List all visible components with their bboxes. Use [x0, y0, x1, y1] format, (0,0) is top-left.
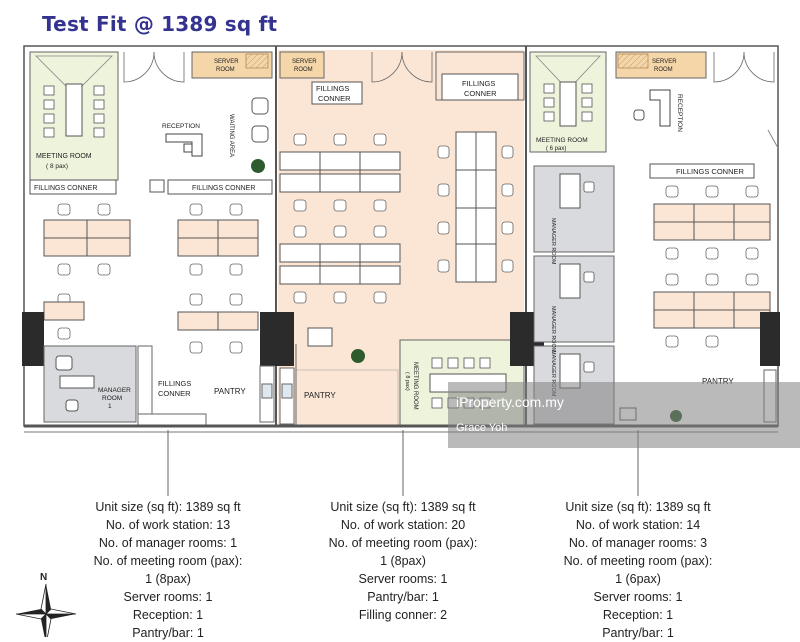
svg-text:MEETING ROOM: MEETING ROOM — [412, 362, 418, 410]
workstations-left-a — [43, 219, 131, 257]
column — [260, 312, 294, 366]
svg-text:FILLINGS CONNER: FILLINGS CONNER — [676, 167, 745, 176]
svg-text:RECEPTION: RECEPTION — [676, 94, 683, 132]
door-right-double — [713, 51, 775, 83]
right-unit: MEETING ROOM ( 6 pax) SERVER ROOM RECEPT… — [529, 51, 780, 425]
spec-line: Server rooms: 1 — [358, 572, 448, 586]
svg-text:CONNER: CONNER — [158, 389, 191, 398]
svg-text:FILLINGS CONNER: FILLINGS CONNER — [34, 185, 97, 192]
column — [22, 312, 44, 366]
spec-line: No. of manager rooms: 3 — [568, 536, 708, 550]
svg-text:SERVER: SERVER — [652, 59, 677, 65]
svg-text:MANAGER ROOM: MANAGER ROOM — [550, 350, 556, 397]
spec-unit-middle: Unit size (sq ft): 1389 sq ft No. of wor… — [288, 498, 518, 624]
spec-line: No. of work station: 20 — [340, 518, 466, 532]
spec-line: 1 (8pax) — [380, 554, 426, 568]
spec-line: Reception: 1 — [132, 608, 204, 622]
svg-text:FILLINGS: FILLINGS — [158, 379, 191, 388]
spec-line: Pantry/bar: 1 — [602, 626, 674, 640]
spec-line: Unit size (sq ft): 1389 sq ft — [95, 500, 241, 514]
spec-line: Pantry/bar: 1 — [132, 626, 204, 640]
watermark-brand: iProperty.com.my — [456, 394, 564, 410]
pantry-2-label: PANTRY — [304, 391, 336, 400]
page-title: Test Fit @ 1389 sq ft — [42, 12, 278, 36]
spec-line: No. of meeting room (pax): — [328, 536, 478, 550]
svg-text:( 8 pax): ( 8 pax) — [46, 163, 68, 170]
spec-line: Filling conner: 2 — [358, 608, 448, 622]
svg-text:FILLINGS: FILLINGS — [462, 79, 495, 88]
spec-line: Unit size (sq ft): 1389 sq ft — [330, 500, 476, 514]
spec-line: No. of work station: 13 — [105, 518, 231, 532]
svg-text:MEETING ROOM: MEETING ROOM — [536, 137, 588, 144]
svg-text:ROOM: ROOM — [102, 395, 122, 402]
north-arrow-icon: N — [15, 572, 77, 637]
svg-text:MANAGER: MANAGER — [98, 387, 131, 394]
compass-label: N — [40, 572, 47, 583]
svg-text:ROOM: ROOM — [294, 67, 313, 73]
pantry-1-label: PANTRY — [214, 387, 246, 396]
meeting-room-left-label: MEETING ROOM — [36, 153, 92, 160]
spec-unit-left: Unit size (sq ft): 1389 sq ft No. of wor… — [53, 498, 283, 642]
spec-line: No. of meeting room (pax): — [563, 554, 713, 568]
server-room-2 — [279, 51, 325, 79]
workstations-middle-horizontal — [279, 151, 401, 285]
manager-rooms-right — [533, 165, 615, 425]
spec-line: No. of meeting room (pax): — [93, 554, 243, 568]
floor-plan: MEETING ROOM ( 8 pax) SERVER ROOM RECEPT… — [22, 45, 780, 433]
svg-text:CONNER: CONNER — [464, 89, 497, 98]
pantry-3-label: PANTRY — [702, 377, 734, 386]
left-unit: MEETING ROOM ( 8 pax) SERVER ROOM RECEPT… — [22, 51, 294, 427]
spec-unit-right: Unit size (sq ft): 1389 sq ft No. of wor… — [523, 498, 753, 642]
watermark-user: Grace Yoh — [456, 422, 508, 434]
workstations-left-b — [177, 219, 259, 257]
svg-text:SERVER: SERVER — [292, 59, 317, 65]
svg-text:ROOM: ROOM — [216, 67, 235, 73]
svg-text:( 6 pax): ( 6 pax) — [546, 146, 566, 152]
door-left-double — [123, 51, 185, 83]
spec-line: 1 (8pax) — [145, 572, 191, 586]
workstations-right — [653, 203, 771, 329]
svg-text:WAITING AREA: WAITING AREA — [228, 114, 234, 157]
spec-line: No. of work station: 14 — [575, 518, 701, 532]
svg-text:CONNER: CONNER — [318, 94, 351, 103]
svg-text:FILLINGS: FILLINGS — [316, 84, 349, 93]
svg-text:ROOM: ROOM — [654, 67, 673, 73]
spec-line: Server rooms: 1 — [123, 590, 213, 604]
workstations-middle-vertical — [455, 131, 497, 283]
spec-line: Reception: 1 — [602, 608, 674, 622]
door-middle-double — [371, 51, 433, 83]
svg-text:FILLINGS CONNER: FILLINGS CONNER — [192, 185, 255, 192]
spec-line: Server rooms: 1 — [593, 590, 683, 604]
spec-line: No. of manager rooms: 1 — [98, 536, 238, 550]
svg-text:1: 1 — [108, 403, 112, 410]
svg-text:( 8 pax): ( 8 pax) — [404, 372, 410, 391]
svg-text:MANAGER ROOM: MANAGER ROOM — [550, 218, 556, 265]
reception-1-label: RECEPTION — [162, 123, 200, 130]
spec-line: 1 (6pax) — [615, 572, 661, 586]
meeting-table-left — [65, 83, 83, 137]
watermark-band — [448, 382, 800, 448]
column — [760, 312, 780, 366]
spec-line: Unit size (sq ft): 1389 sq ft — [565, 500, 711, 514]
svg-text:MANAGER ROOM: MANAGER ROOM — [550, 306, 556, 353]
spec-line: Pantry/bar: 1 — [367, 590, 439, 604]
svg-text:SERVER: SERVER — [214, 59, 239, 65]
